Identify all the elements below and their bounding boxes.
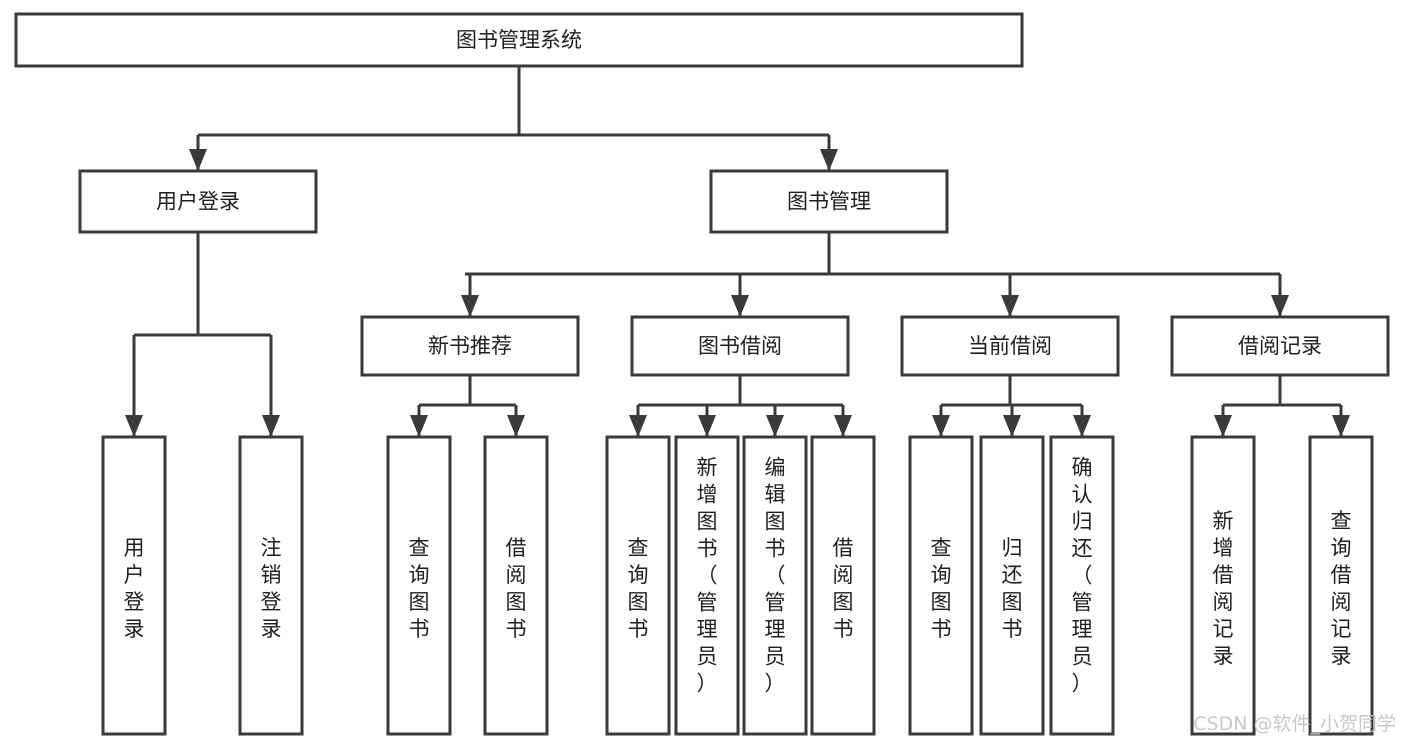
node-box[interactable]	[1170, 315, 1390, 377]
arrow-head-icon	[507, 415, 525, 437]
node-box[interactable]	[360, 315, 580, 377]
node-box[interactable]	[908, 435, 974, 736]
node-leaf-query-book-current[interactable]: 查询图书	[908, 435, 974, 736]
node-box[interactable]	[78, 169, 318, 234]
node-label: 用户登录	[124, 536, 145, 641]
node-leaf-query-book-rec[interactable]: 查询图书	[386, 435, 452, 736]
node-book-manage[interactable]: 图书管理	[709, 169, 949, 234]
node-layer: 图书管理系统用户登录图书管理新书推荐图书借阅当前借阅借阅记录用户登录注销登录查询…	[14, 12, 1390, 736]
node-leaf-confirm-return[interactable]: 确认归还（管理员）	[1049, 435, 1115, 736]
node-leaf-borrow-book[interactable]: 借阅图书	[810, 435, 876, 736]
watermark-label: CSDN @软件_小贺同学	[1193, 713, 1396, 735]
node-label: 图书借阅	[698, 334, 782, 358]
arrow-head-icon	[766, 415, 784, 437]
node-label: 用户登录	[156, 190, 240, 214]
node-leaf-query-book-borrow[interactable]: 查询图书	[605, 435, 671, 736]
node-label: 确认归还（管理员）	[1072, 456, 1093, 696]
arrow-head-icon	[834, 415, 852, 437]
arrow-head-icon	[698, 415, 716, 437]
arrow-head-icon	[1271, 295, 1289, 317]
node-label: 图书管理系统	[456, 28, 582, 52]
connector-layer	[125, 66, 1350, 437]
node-box[interactable]	[605, 435, 671, 736]
arrow-head-icon	[1214, 415, 1232, 437]
arrow-head-icon	[1073, 415, 1091, 437]
node-box[interactable]	[900, 315, 1120, 377]
node-leaf-add-book[interactable]: 新增图书（管理员）	[674, 435, 740, 736]
arrow-head-icon	[189, 149, 207, 171]
node-label: 新增借阅记录	[1213, 509, 1234, 668]
node-box[interactable]	[1308, 435, 1374, 736]
node-leaf-borrow-book-rec[interactable]: 借阅图书	[483, 435, 549, 736]
arrow-head-icon	[820, 149, 838, 171]
arrow-head-icon	[629, 415, 647, 437]
node-box[interactable]	[1190, 435, 1256, 736]
node-leaf-query-record[interactable]: 查询借阅记录	[1308, 435, 1374, 736]
node-new-book-recommend[interactable]: 新书推荐	[360, 315, 580, 377]
arrow-head-icon	[1003, 415, 1021, 437]
node-box[interactable]	[674, 435, 740, 736]
node-label: 归还图书	[1002, 536, 1023, 641]
node-leaf-logout[interactable]: 注销登录	[238, 435, 304, 736]
node-box[interactable]	[630, 315, 850, 377]
node-label: 借阅记录	[1238, 334, 1322, 358]
arrow-head-icon	[125, 415, 143, 437]
node-box[interactable]	[742, 435, 808, 736]
node-leaf-add-record[interactable]: 新增借阅记录	[1190, 435, 1256, 736]
node-label: 当前借阅	[968, 334, 1052, 358]
node-label: 新书推荐	[428, 334, 512, 358]
node-label: 新增图书（管理员）	[697, 456, 718, 696]
node-label: 查询图书	[931, 536, 952, 641]
node-label: 图书管理	[787, 190, 871, 214]
arrow-head-icon	[262, 415, 280, 437]
node-label: 借阅图书	[833, 536, 854, 641]
arrow-head-icon	[731, 295, 749, 317]
arrow-head-icon	[461, 295, 479, 317]
arrow-head-icon	[932, 415, 950, 437]
arrow-head-icon	[1332, 415, 1350, 437]
node-label: 编辑图书（管理员）	[765, 456, 786, 696]
node-box[interactable]	[810, 435, 876, 736]
node-box[interactable]	[101, 435, 167, 736]
node-borrow-records[interactable]: 借阅记录	[1170, 315, 1390, 377]
node-label: 查询借阅记录	[1331, 509, 1352, 668]
arrow-head-icon	[410, 415, 428, 437]
node-box[interactable]	[979, 435, 1045, 736]
node-label: 查询图书	[409, 536, 430, 641]
node-box[interactable]	[14, 12, 1024, 68]
node-label: 借阅图书	[506, 536, 527, 641]
node-root[interactable]: 图书管理系统	[14, 12, 1024, 68]
node-leaf-return-book[interactable]: 归还图书	[979, 435, 1045, 736]
node-box[interactable]	[1049, 435, 1115, 736]
node-box[interactable]	[709, 169, 949, 234]
node-box[interactable]	[386, 435, 452, 736]
node-box[interactable]	[483, 435, 549, 736]
node-leaf-user-login[interactable]: 用户登录	[101, 435, 167, 736]
node-book-borrow[interactable]: 图书借阅	[630, 315, 850, 377]
arrow-head-icon	[1001, 295, 1019, 317]
node-label: 查询图书	[628, 536, 649, 641]
node-box[interactable]	[238, 435, 304, 736]
node-user-login[interactable]: 用户登录	[78, 169, 318, 234]
node-current-borrow[interactable]: 当前借阅	[900, 315, 1120, 377]
node-leaf-edit-book[interactable]: 编辑图书（管理员）	[742, 435, 808, 736]
node-label: 注销登录	[261, 536, 282, 641]
